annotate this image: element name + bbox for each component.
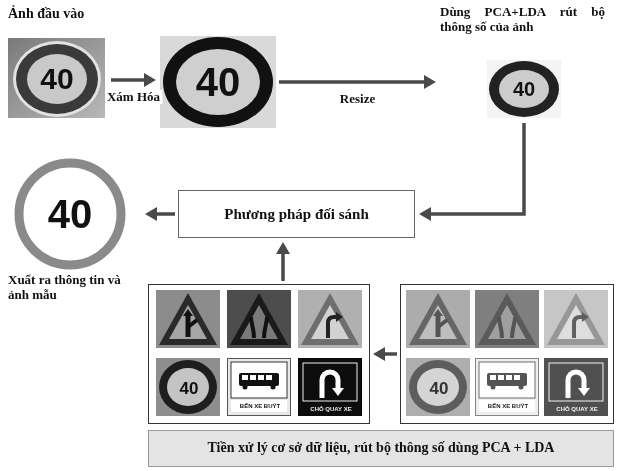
sign-number: 40: [430, 380, 449, 397]
sign-image: [544, 290, 608, 348]
sign-number: 40: [40, 64, 73, 94]
sign-image: [156, 358, 220, 416]
sign-image: [156, 290, 220, 348]
output-image: 40Xuất ra thông tin và ảnh mẫu: [8, 160, 143, 310]
input-image: Ảnh đầu vào 40: [8, 4, 108, 120]
arrow-head: [373, 347, 385, 361]
sign-number: 40: [180, 380, 199, 397]
arrow-head: [419, 207, 431, 221]
arrow-connector: [373, 347, 397, 361]
database-panel: 40BẾN XE BUÝT CHỖ QUAY XE: [400, 284, 614, 424]
input-photo: [8, 38, 105, 118]
arrow-line: [385, 352, 397, 356]
arrow-head: [276, 242, 290, 254]
sign-caption: BẾN XE BUÝT: [488, 403, 528, 409]
sign-number: 40: [196, 62, 241, 102]
edge-label: Resize: [338, 92, 377, 106]
image-heading: Ảnh đầu vào: [8, 6, 108, 23]
database-signs: [156, 290, 362, 416]
arrow-line: [157, 212, 175, 216]
sign-image: [544, 358, 608, 416]
sign-caption: CHỖ QUAY XE: [556, 406, 597, 412]
image-heading: Dùng PCA+LDA rút bộ thông số của ảnh: [440, 4, 605, 35]
process-label: Phương pháp đối sánh: [224, 205, 368, 223]
arrow-connector: [145, 207, 175, 221]
arrow-connector: [419, 123, 524, 221]
band-label: Tiền xử lý cơ sở dữ liệu, rút bộ thông s…: [208, 440, 555, 457]
output-caption: Xuất ra thông tin và ảnh mẫu: [8, 272, 143, 303]
arrow-head: [144, 73, 156, 87]
sign-number: 40: [48, 194, 93, 234]
sign-image: [298, 358, 362, 416]
grayscale-image: 40: [160, 36, 276, 128]
sign-image: [406, 290, 470, 348]
sign-image: [476, 359, 539, 416]
arrow-connector: [276, 242, 290, 281]
grayscale-image: [160, 36, 276, 128]
sign-caption: BẾN XE BUÝT: [240, 403, 280, 409]
resized-image: Dùng PCA+LDA rút bộ thông số của ảnh 40: [440, 4, 605, 120]
database-panel: 40BẾN XE BUÝT CHỖ QUAY XE: [148, 284, 370, 424]
sign-image: [406, 358, 470, 416]
preprocess-band: Tiền xử lý cơ sở dữ liệu, rút bộ thông s…: [148, 430, 614, 467]
arrow-line: [111, 78, 144, 82]
sign-image: [298, 290, 362, 348]
arrow-connector: [111, 73, 156, 87]
output-sign: [19, 163, 121, 265]
arrow-line: [431, 123, 524, 214]
arrow-line: [281, 254, 285, 281]
sign-image: [227, 290, 291, 348]
raw-database-signs: [406, 290, 608, 416]
resized-image: [487, 60, 561, 118]
edge-label: Xám Hóa: [105, 90, 162, 104]
arrow-line: [279, 80, 424, 84]
arrow-connector: [279, 75, 436, 89]
sign-image: [475, 290, 539, 348]
sign-caption: CHỖ QUAY XE: [310, 406, 351, 412]
arrow-head: [145, 207, 157, 221]
arrow-head: [424, 75, 436, 89]
sign-number: 40: [513, 79, 535, 99]
process-box: Phương pháp đối sánh: [178, 190, 415, 238]
sign-image: [228, 359, 291, 416]
